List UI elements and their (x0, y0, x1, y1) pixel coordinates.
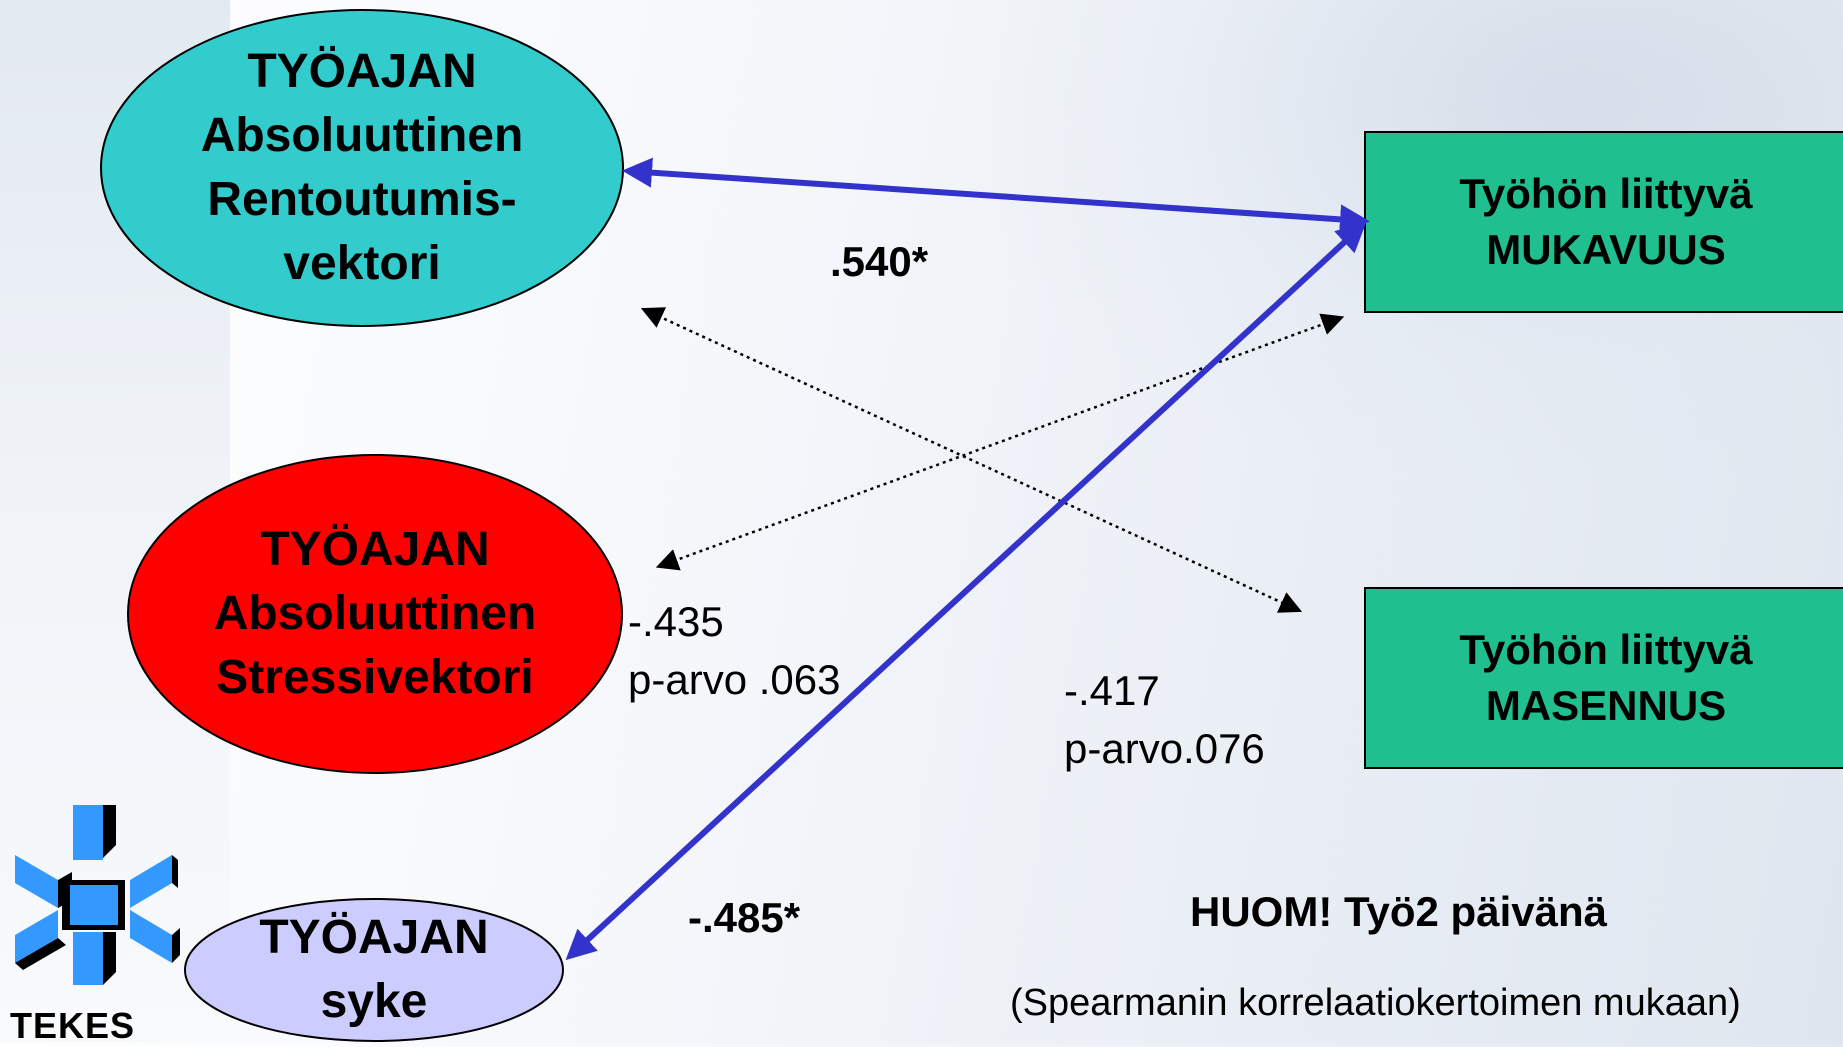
stress-comfort-arrow (655, 313, 1345, 571)
method-note: (Spearmanin korrelaatiokertoimen mukaan) (1010, 982, 1741, 1024)
hr-comfort-coefficient: -.485* (688, 894, 801, 941)
stress-vector-label: TYÖAJAN Absoluuttinen Stressivektori (213, 523, 537, 704)
comfort-label: Työhön liittyvä MUKAVUUS (1459, 170, 1753, 273)
heart-rate-label: TYÖAJAN syke (259, 911, 489, 1028)
relax-vector-label: TYÖAJAN Absoluuttinen Rentoutumis- vekto… (200, 45, 524, 290)
depression-box (1364, 587, 1843, 769)
stress-comfort-coefficient: -.435 p-arvo .063 (628, 598, 841, 703)
comfort-box (1364, 131, 1843, 313)
tekes-logo-text: TEKES (10, 1005, 136, 1046)
huom-note: HUOM! Työ2 päivänä (1190, 888, 1607, 935)
relax-depression-arrow (640, 307, 1303, 613)
relax-comfort-coefficient: .540* (830, 238, 929, 285)
relax-depression-coefficient: -.417 p-arvo.076 (1064, 667, 1265, 772)
hr-comfort-arrow (565, 221, 1367, 961)
depression-label: Työhön liittyvä MASENNUS (1459, 626, 1753, 729)
heart-rate-node (184, 898, 564, 1042)
relax-comfort-arrow (622, 157, 1370, 235)
tekes-logo-icon (15, 805, 180, 985)
